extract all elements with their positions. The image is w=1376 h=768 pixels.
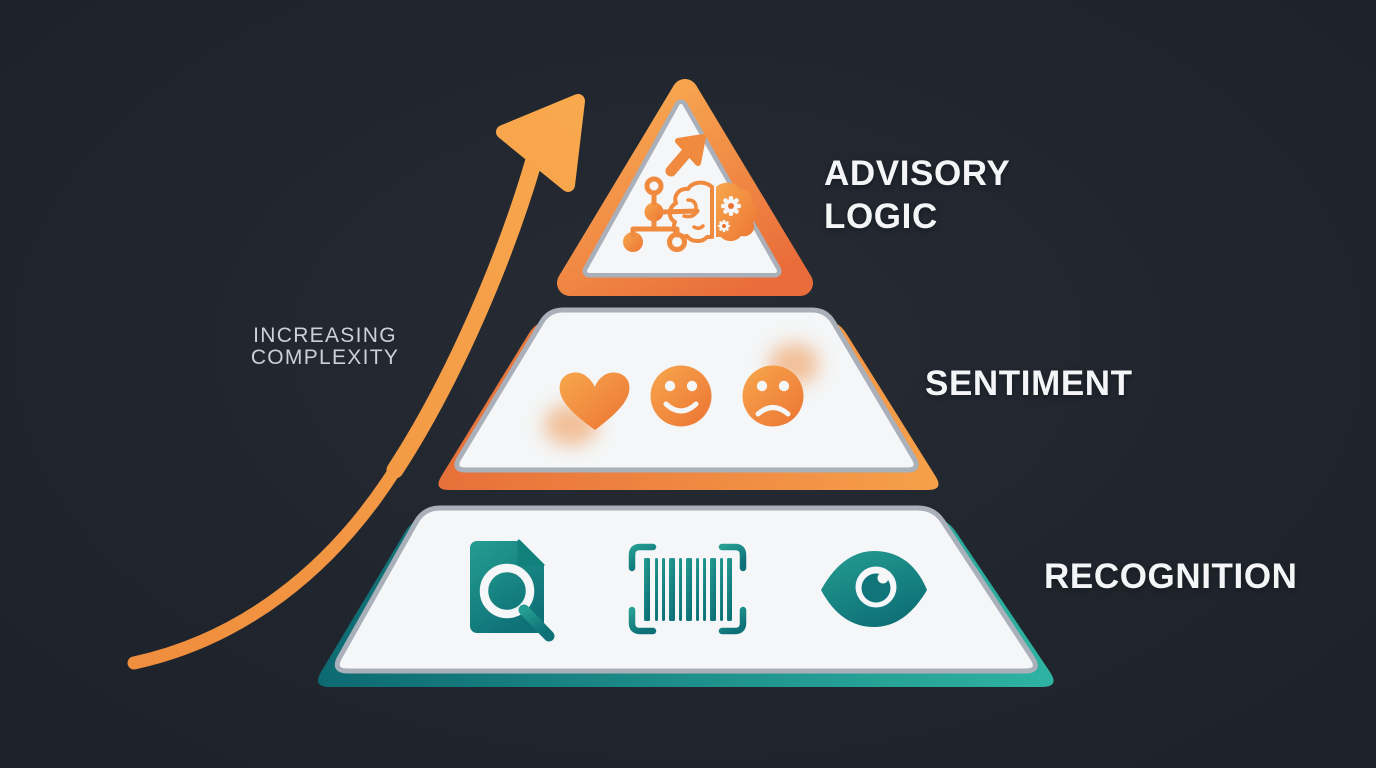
growth-arrow-icon: [127, 94, 585, 670]
sentiment-level: [438, 307, 939, 490]
axis-label-line2: COMPLEXITY: [250, 346, 400, 369]
eye-icon: [821, 551, 927, 627]
sad-face-icon: [742, 365, 804, 427]
increasing-complexity-label: INCREASING COMPLEXITY: [204, 325, 446, 369]
advisory-logic-level: [557, 79, 813, 296]
recognition-level: [318, 505, 1054, 687]
happy-face-icon: [650, 365, 712, 427]
brain-gears-icon: [667, 180, 759, 243]
axis-label-line1: INCREASING: [253, 324, 397, 347]
barcode-scan-icon: [628, 543, 747, 635]
heart-icon: [559, 372, 630, 430]
advisory-label-line2: LOGIC: [824, 197, 938, 236]
advisory-logic-label: ADVISORY LOGIC: [824, 152, 1010, 238]
document-search-icon: [470, 537, 555, 642]
advisory-label-line1: ADVISORY: [824, 154, 1011, 193]
up-right-arrow-icon: [665, 134, 706, 177]
sentiment-label: SENTIMENT: [925, 364, 1133, 403]
recognition-label: RECOGNITION: [1044, 557, 1298, 596]
